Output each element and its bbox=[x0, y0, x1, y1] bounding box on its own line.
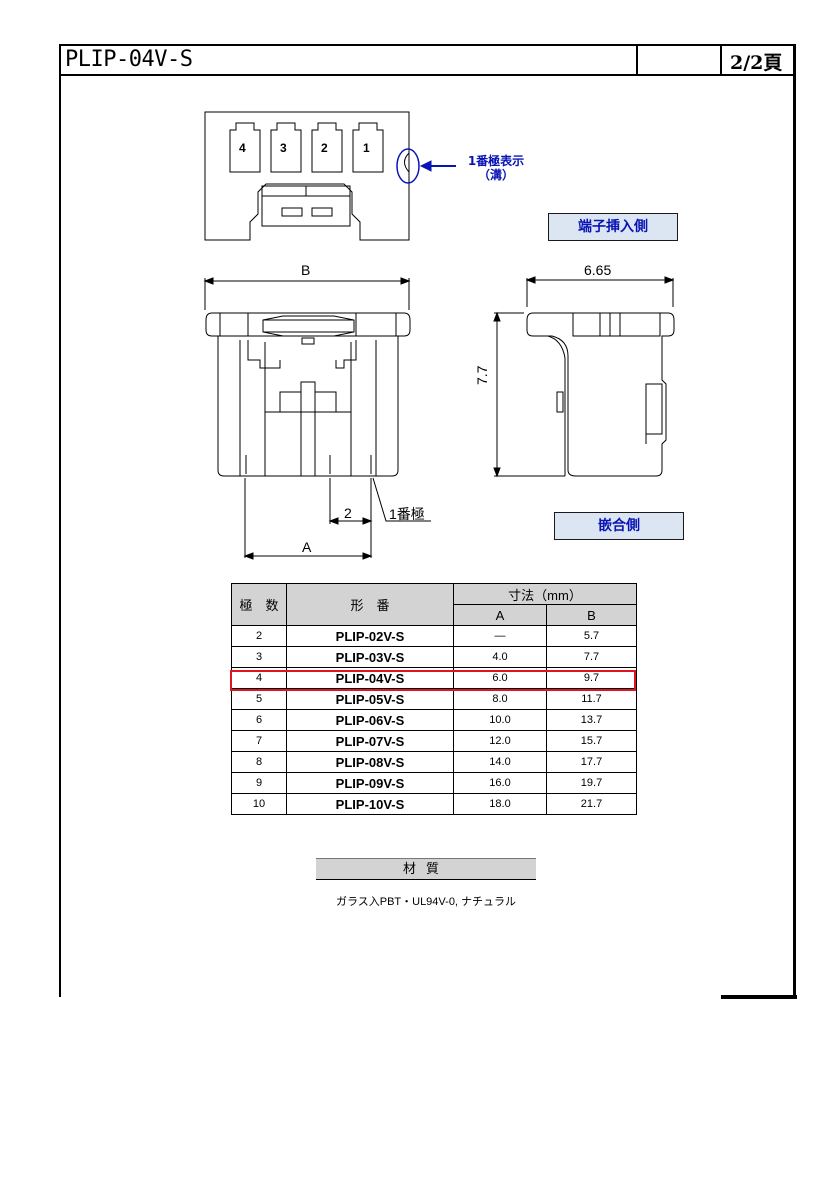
cell-a: 14.0 bbox=[453, 751, 547, 773]
insertion-side-label: 端子挿入側 bbox=[548, 213, 678, 241]
part-number-title: PLIP-04V-S bbox=[65, 47, 193, 72]
cell-model: PLIP-03V-S bbox=[286, 646, 454, 668]
col-dims-header: 寸法（mm） bbox=[453, 583, 637, 605]
col-poles-header: 極 数 bbox=[231, 583, 287, 626]
title-block: PLIP-04V-S 2/2頁 bbox=[59, 44, 796, 76]
frame-bottom-mark bbox=[721, 995, 797, 999]
polarity-note-line: 1番極表示 bbox=[467, 154, 525, 168]
cell-a: 16.0 bbox=[453, 772, 547, 794]
cell-model: PLIP-06V-S bbox=[286, 709, 454, 731]
cavity-number: 2 bbox=[321, 141, 328, 155]
col-b-header: B bbox=[546, 604, 637, 626]
mating-side-label: 嵌合側 bbox=[554, 512, 684, 540]
cell-model: PLIP-08V-S bbox=[286, 751, 454, 773]
cell-a: 6.0 bbox=[453, 667, 547, 689]
cell-a: 4.0 bbox=[453, 646, 547, 668]
col-a-header: A bbox=[453, 604, 547, 626]
cell-poles: 5 bbox=[231, 688, 287, 710]
title-divider bbox=[720, 44, 722, 74]
cell-poles: 9 bbox=[231, 772, 287, 794]
cell-a: 18.0 bbox=[453, 793, 547, 815]
cell-poles: 3 bbox=[231, 646, 287, 668]
cell-a: 12.0 bbox=[453, 730, 547, 752]
cell-b: 13.7 bbox=[546, 709, 637, 731]
cavity-number: 3 bbox=[280, 141, 287, 155]
cell-b: 5.7 bbox=[546, 625, 637, 647]
cell-poles: 8 bbox=[231, 751, 287, 773]
material-value: ガラス入PBT・UL94V-0, ナチュラル bbox=[335, 896, 517, 908]
cell-b: 11.7 bbox=[546, 688, 637, 710]
top-view bbox=[204, 111, 456, 241]
side-view bbox=[493, 276, 675, 478]
cell-model: PLIP-02V-S bbox=[286, 625, 454, 647]
cell-model: PLIP-07V-S bbox=[286, 730, 454, 752]
cell-poles: 6 bbox=[231, 709, 287, 731]
cell-b: 19.7 bbox=[546, 772, 637, 794]
cell-model: PLIP-05V-S bbox=[286, 688, 454, 710]
cell-b: 7.7 bbox=[546, 646, 637, 668]
cell-b: 15.7 bbox=[546, 730, 637, 752]
cell-poles: 2 bbox=[231, 625, 287, 647]
material-heading: 材質 bbox=[316, 858, 536, 880]
cell-poles: 7 bbox=[231, 730, 287, 752]
cell-model: PLIP-10V-S bbox=[286, 793, 454, 815]
dimension-b-label: B bbox=[301, 262, 311, 278]
selected-row-highlight bbox=[230, 670, 636, 691]
drawing-frame bbox=[59, 44, 796, 997]
pitch-dimension-label: 2 bbox=[344, 505, 352, 521]
cavity-number: 4 bbox=[239, 141, 246, 155]
col-model-header: 形 番 bbox=[286, 583, 454, 626]
width-dimension-label: 6.65 bbox=[584, 262, 612, 278]
cell-b: 17.7 bbox=[546, 751, 637, 773]
page-number: 2/2頁 bbox=[730, 52, 783, 74]
cell-model: PLIP-09V-S bbox=[286, 772, 454, 794]
title-divider bbox=[636, 44, 638, 74]
cavity-number: 1 bbox=[363, 141, 370, 155]
cell-a: — bbox=[453, 625, 547, 647]
cell-a: 10.0 bbox=[453, 709, 547, 731]
cell-poles: 10 bbox=[231, 793, 287, 815]
pin1-label: 1番極 bbox=[389, 506, 425, 522]
cell-b: 21.7 bbox=[546, 793, 637, 815]
polarity-note-line: （溝） bbox=[477, 168, 514, 182]
dimension-a-label: A bbox=[302, 539, 312, 555]
polarity-note: 1番極表示 （溝） bbox=[458, 154, 534, 182]
height-dimension-label: 7.7 bbox=[474, 365, 490, 385]
front-view bbox=[203, 277, 431, 560]
cell-a: 8.0 bbox=[453, 688, 547, 710]
